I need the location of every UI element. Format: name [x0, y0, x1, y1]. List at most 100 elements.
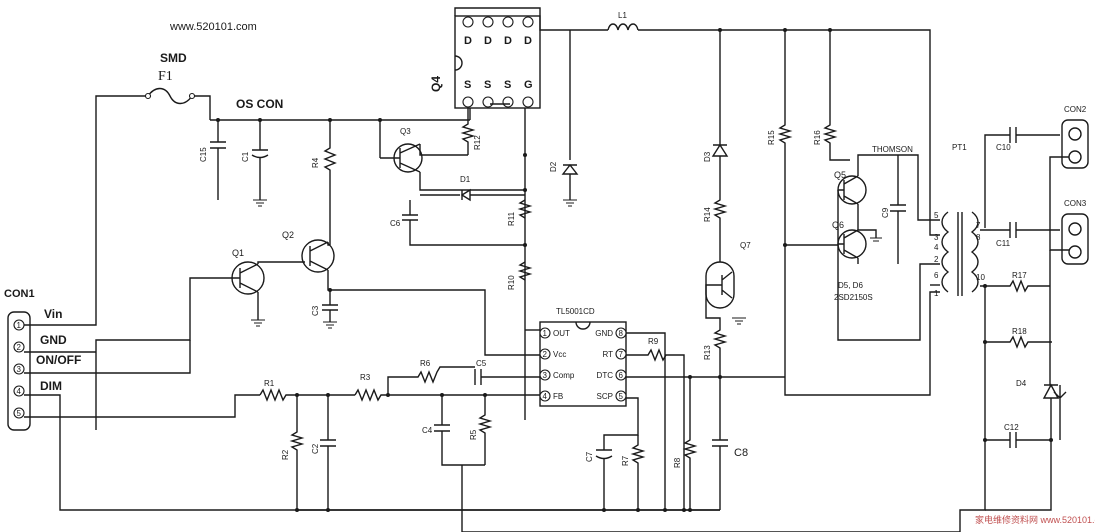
ic-pin-number: 5 [619, 392, 624, 401]
connector-pin-2: 2 [13, 341, 25, 353]
c4-label: C4 [422, 426, 433, 435]
c5-label: C5 [476, 359, 487, 368]
q4-pin-label: D [484, 35, 492, 47]
transistor-q2: Q2 [282, 230, 335, 273]
r18-label: R18 [1012, 327, 1027, 336]
tp-10: 10 [976, 273, 985, 282]
d5d6-part-label: 2SD2150S [834, 293, 873, 302]
q3-label: Q3 [400, 127, 411, 136]
tp-5: 5 [934, 211, 939, 220]
transistor-q7: Q7 [705, 241, 751, 325]
c12-label: C12 [1004, 423, 1019, 432]
c15-label: C15 [199, 147, 208, 162]
q7-label: Q7 [740, 241, 751, 250]
tp-4: 4 [934, 243, 939, 252]
c2-label: C2 [311, 443, 320, 454]
connector-pin-label: 3 [17, 365, 22, 374]
q4-label: Q4 [429, 76, 443, 92]
c9-label: C9 [881, 207, 890, 218]
ic-pin-number: 7 [619, 350, 624, 359]
c3-label: C3 [311, 305, 320, 316]
ic-pin-number: 4 [543, 392, 548, 401]
ic-pin-8: 8 GND [595, 327, 627, 339]
connector-pin-label: 1 [17, 321, 22, 330]
q4-bottom-pin: S [502, 79, 514, 108]
r17-label: R17 [1012, 271, 1027, 280]
r10-label: R10 [507, 275, 516, 290]
d1-label: D1 [460, 175, 471, 184]
ic-pin-number: 8 [619, 329, 624, 338]
c1-label: C1 [241, 151, 250, 162]
ic-pin-name: GND [595, 329, 613, 338]
transformer-pt1: PT1 5 3 4 2 6 1 7 8 10 [934, 143, 985, 298]
ic-pin-name: Vcc [553, 350, 566, 359]
ic-pin-number: 2 [543, 350, 548, 359]
r16-label: R16 [813, 130, 822, 145]
pt1-label: PT1 [952, 143, 967, 152]
ic-pin-number: 1 [543, 329, 548, 338]
q4-pin-label: D [524, 35, 532, 47]
thomson-label: THOMSON [872, 145, 913, 154]
q4-bottom-pin: S [462, 79, 474, 108]
r9-label: R9 [648, 337, 659, 346]
connector-pin-5: 5 [13, 407, 25, 419]
r7-label: R7 [621, 455, 630, 466]
ic-pin-name: Comp [553, 371, 575, 380]
r13-label: R13 [703, 345, 712, 360]
r11-label: R11 [507, 211, 516, 226]
con1-label: CON1 [4, 288, 35, 300]
watermark-top: www.520101.com [169, 21, 257, 33]
smd-label: SMD [160, 51, 187, 65]
inductor-l1: L1 [607, 11, 639, 31]
ic-label: TL5001CD [556, 307, 595, 316]
r3-label: R3 [360, 373, 371, 382]
diode-d2: D2 [549, 161, 579, 207]
diode-d1: D1 [460, 175, 471, 202]
watermark-bottom: 家电维修资料网 www.520101.com [975, 514, 1095, 525]
ic-pin-number: 3 [543, 371, 548, 380]
tp-3: 3 [934, 233, 939, 242]
connector-pin-3: 3 [13, 363, 25, 375]
ic-pin-number: 6 [619, 371, 624, 380]
connector-con3: CON3 [1061, 199, 1089, 265]
connector-pin-label: 5 [17, 409, 22, 418]
q4-drain-pin: D [502, 16, 514, 47]
con3-label: CON3 [1064, 199, 1087, 208]
ic-pin-name: SCP [597, 392, 613, 401]
ic-pin-name: FB [553, 392, 563, 401]
transistor-q1: Q1 [231, 248, 265, 295]
os-con-label: OS CON [236, 97, 283, 111]
r12-label: R12 [473, 135, 482, 150]
diode-d3: D3 [703, 143, 729, 162]
q4-pin-label: S [464, 79, 471, 91]
r6-label: R6 [420, 359, 431, 368]
q4-pin-label: D [504, 35, 512, 47]
ic-pin-7: 7 RT [602, 348, 627, 360]
transistor-q5: Q5 [834, 170, 867, 205]
ic-pin-4: 4 FB [539, 390, 563, 402]
r14-label: R14 [703, 207, 712, 222]
q1-label: Q1 [232, 248, 244, 258]
q4-bottom-pin: S [482, 79, 494, 108]
transistor-q3: Q3 [380, 127, 423, 173]
c6-label: C6 [390, 219, 401, 228]
transistor-q6: Q6 [832, 220, 867, 259]
c7-label: C7 [585, 451, 594, 462]
gnd-label: GND [40, 333, 67, 347]
ic-pin-name: RT [602, 350, 613, 359]
connector-pin-1: 1 [13, 319, 25, 331]
d5d6-label: D5, D6 [838, 281, 863, 290]
diode-d4: D4 [985, 379, 1067, 511]
q4-drain-pin: D [482, 16, 494, 47]
con2-label: CON2 [1064, 105, 1087, 114]
tp-2: 2 [934, 255, 939, 264]
connector-con2: CON2 [1061, 105, 1089, 169]
d2-label: D2 [549, 161, 558, 172]
tp-6: 6 [934, 271, 939, 280]
r2-label: R2 [281, 449, 290, 460]
r4-label: R4 [311, 157, 320, 168]
